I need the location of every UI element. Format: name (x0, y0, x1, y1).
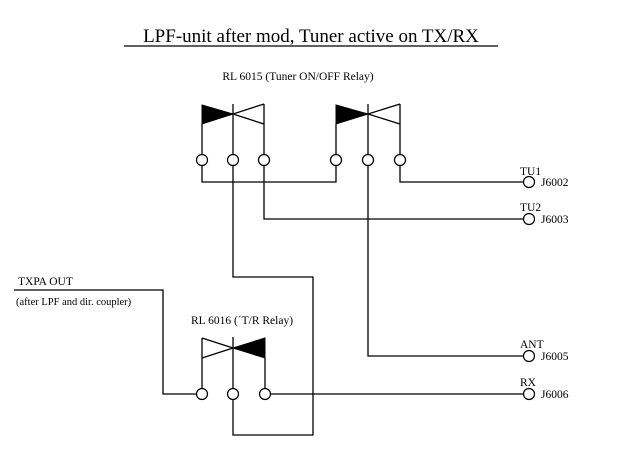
relay-pin (226, 153, 240, 167)
relay-pin (361, 153, 375, 167)
relay-contact-open-triangle (230, 103, 265, 125)
diagram-title: LPF-unit after mod, Tuner active on TX/R… (143, 26, 479, 47)
connector-name: TU1 (520, 166, 541, 178)
relay-contact-open-triangle (365, 103, 401, 125)
connector-jack-label: J6006 (541, 389, 569, 401)
connector-jack-icon (522, 175, 536, 189)
relay-contact-filled-triangle (201, 104, 235, 125)
relay-contact-open-triangle (201, 337, 236, 359)
connector-rx: RX J6006 (520, 377, 569, 401)
connector-name: RX (520, 377, 537, 389)
wiring (14, 166, 523, 436)
relay-rl6016-label: RL 6016 (´T/R Relay) (191, 315, 293, 327)
relay-pin (195, 153, 209, 167)
relay-pin (258, 387, 272, 401)
relay-rl6015-contact-b (329, 103, 407, 167)
relay-contact-filled-triangle (335, 104, 370, 125)
relay-pin (226, 387, 240, 401)
connector-ant: ANT J6005 (520, 339, 569, 363)
connector-jack-icon (522, 387, 536, 401)
connector-jack-label: J6005 (541, 351, 569, 363)
connector-jack-label: J6003 (541, 214, 569, 226)
txpa-out-note: (after LPF and dir. coupler) (16, 297, 132, 308)
relay-contact-filled-triangle (231, 337, 266, 359)
relay-pin (195, 387, 209, 401)
connector-name: ANT (520, 339, 544, 351)
relay-pin (393, 153, 407, 167)
connector-jack-icon (522, 212, 536, 226)
connector-tu2: TU2 J6003 (520, 202, 569, 226)
relay-rl6016-contact (195, 337, 272, 401)
relay-pin (329, 153, 343, 167)
txpa-out-label: TXPA OUT (18, 276, 73, 288)
relay-pin (257, 153, 271, 167)
connector-jack-icon (522, 349, 536, 363)
relay-rl6015-label: RL 6015 (Tuner ON/OFF Relay) (222, 71, 373, 83)
connector-name: TU2 (520, 202, 541, 214)
connector-tu1: TU1 J6002 (520, 166, 569, 189)
connector-jack-label: J6002 (541, 177, 569, 189)
relay-rl6015-contact-a (195, 103, 271, 167)
